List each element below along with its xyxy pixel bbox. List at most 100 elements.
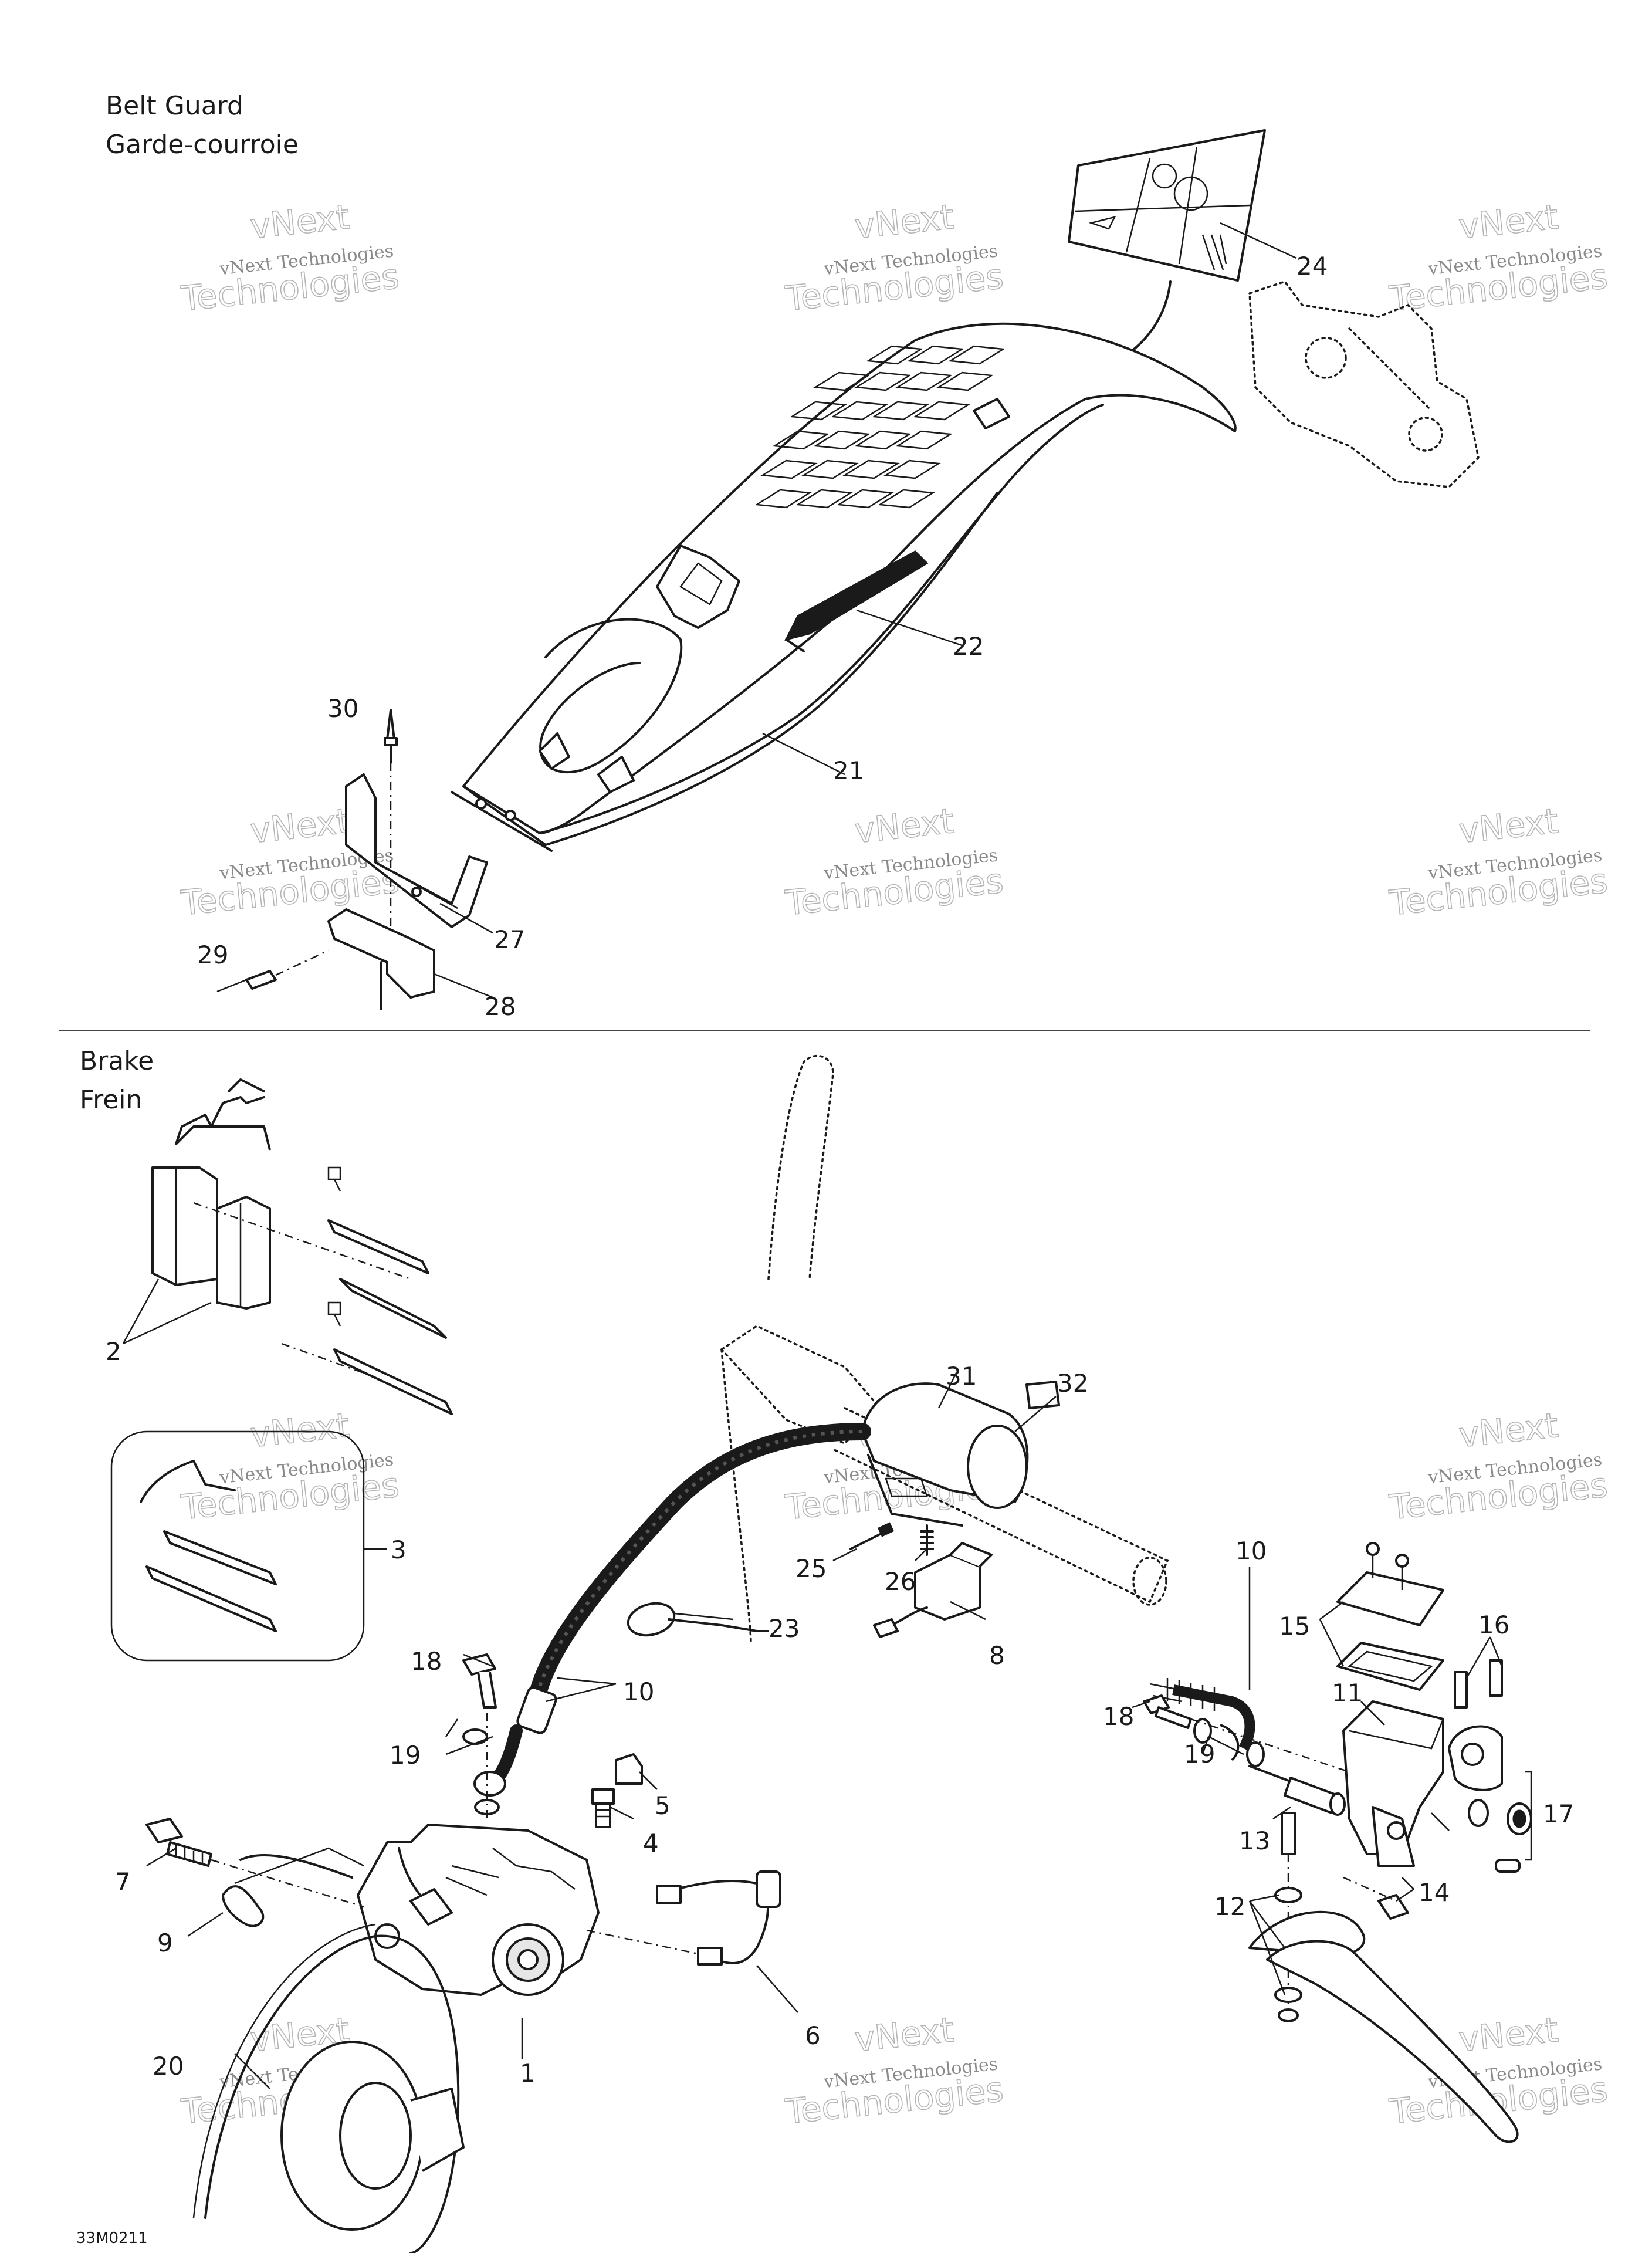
hose-fitting-lower bbox=[473, 1686, 557, 1797]
callout-19-right: 19 bbox=[1184, 1740, 1215, 1768]
watermark: vNext vNext Technologies Technologies bbox=[1387, 196, 1610, 319]
diagram-code: 33M0211 bbox=[76, 2230, 148, 2247]
watermark: vNext vNext Technologies Technologies bbox=[783, 196, 1006, 319]
part-label-32 bbox=[1025, 1381, 1060, 1409]
callout-18-right: 18 bbox=[1103, 1702, 1134, 1731]
callout-1: 1 bbox=[520, 2059, 536, 2088]
part-brake-line-6 bbox=[656, 1870, 781, 1966]
callout-29: 29 bbox=[197, 941, 228, 969]
callout-19-left: 19 bbox=[390, 1741, 421, 1770]
svg-text:vNext: vNext bbox=[1457, 197, 1560, 246]
belt-guard-title-fr: Garde-courroie bbox=[106, 130, 299, 160]
assembly-line bbox=[586, 1929, 699, 1955]
part-reservoir-cover-15 bbox=[1336, 1542, 1444, 1691]
part-rivet-29 bbox=[216, 949, 329, 993]
callout-31: 31 bbox=[946, 1362, 977, 1391]
part-nut-14 bbox=[1343, 1876, 1409, 1920]
callout-26: 26 bbox=[885, 1567, 916, 1596]
belt-guard-title-en: Belt Guard bbox=[106, 91, 243, 121]
svg-text:vNext: vNext bbox=[249, 1405, 352, 1455]
callout-24: 24 bbox=[1296, 252, 1328, 280]
vent-grid bbox=[754, 345, 1006, 509]
leader-lines-brake bbox=[146, 1372, 1532, 2089]
part-pads-2 bbox=[151, 1125, 271, 1310]
callout-labels: 24 22 21 30 27 29 28 2 3 31 32 25 26 23 … bbox=[106, 252, 1574, 2088]
brake-title-en: Brake bbox=[80, 1046, 154, 1076]
part-washer-19-right bbox=[1193, 1718, 1265, 1767]
part-caliper-1 bbox=[357, 1824, 600, 1996]
belt-guard-title: Belt Guard Garde-courroie bbox=[106, 87, 299, 164]
leader-lines-belt-guard bbox=[434, 222, 1297, 999]
part-switch-parts-17 bbox=[1431, 1799, 1532, 1873]
part-master-cylinder-11 bbox=[1342, 1700, 1444, 1867]
callout-17: 17 bbox=[1543, 1799, 1574, 1828]
part-lever-12 bbox=[1248, 1812, 1519, 2143]
callout-25: 25 bbox=[795, 1554, 827, 1583]
callout-18-left: 18 bbox=[411, 1647, 442, 1676]
callout-11: 11 bbox=[1332, 1679, 1363, 1707]
reference-bracket bbox=[1248, 280, 1480, 488]
callout-3: 3 bbox=[391, 1535, 407, 1564]
watermark: vNext vNext Technologies Technologies bbox=[178, 1405, 401, 1528]
svg-text:vNext: vNext bbox=[249, 197, 352, 246]
part-bleeder-4 bbox=[591, 1788, 615, 1828]
part-decal-24 bbox=[1068, 129, 1266, 282]
svg-text:vNext: vNext bbox=[1457, 2010, 1560, 2059]
part-washer-19-left bbox=[462, 1728, 500, 1815]
watermark: vNext vNext Technologies Technologies bbox=[1387, 1405, 1610, 1528]
callout-21: 21 bbox=[833, 756, 864, 785]
watermark: vNext vNext Technologies Technologies bbox=[178, 196, 401, 319]
assembly-line bbox=[211, 1859, 364, 1908]
part-cable-tie-23 bbox=[627, 1602, 758, 1637]
svg-text:vNext: vNext bbox=[853, 801, 956, 851]
svg-text:vNext: vNext bbox=[1457, 801, 1560, 851]
callout-10-right: 10 bbox=[1235, 1537, 1267, 1565]
callout-8: 8 bbox=[989, 1641, 1005, 1670]
callout-20: 20 bbox=[153, 2052, 184, 2081]
callout-13: 13 bbox=[1239, 1826, 1270, 1855]
svg-text:vNext: vNext bbox=[1457, 1405, 1560, 1455]
reference-handlebar bbox=[720, 1055, 1169, 1644]
brake-title-fr: Frein bbox=[80, 1085, 143, 1115]
callout-22: 22 bbox=[953, 632, 984, 661]
callout-2: 2 bbox=[106, 1337, 121, 1366]
hose-texture bbox=[532, 1430, 863, 1714]
brake-title: Brake Frein bbox=[80, 1042, 154, 1119]
svg-text:vNext: vNext bbox=[853, 2010, 956, 2059]
part-bracket-28 bbox=[327, 908, 435, 1010]
inset-kit-3 bbox=[110, 1430, 387, 1662]
part-rivet-30 bbox=[384, 709, 398, 764]
part-pins bbox=[193, 1166, 453, 1415]
leader-2 bbox=[122, 1278, 212, 1345]
callout-9: 9 bbox=[157, 1929, 173, 1957]
part-switch-8 bbox=[873, 1542, 993, 1638]
callout-16: 16 bbox=[1478, 1611, 1509, 1639]
part-spring-clip bbox=[175, 1078, 265, 1145]
watermark: vNext vNext Technologies Technologies bbox=[1387, 800, 1610, 923]
svg-text:vNext: vNext bbox=[249, 801, 352, 851]
leader-32 bbox=[1014, 1396, 1057, 1432]
callout-5: 5 bbox=[655, 1791, 671, 1820]
part-cap-5 bbox=[615, 1753, 643, 1785]
part-bolt-7 bbox=[145, 1818, 212, 1867]
callout-4: 4 bbox=[643, 1829, 659, 1858]
part-hose-10-right bbox=[1149, 1678, 1255, 1751]
part-screw-25 bbox=[849, 1522, 895, 1550]
callout-6: 6 bbox=[805, 2021, 821, 2050]
part-brake-disc-20 bbox=[192, 1923, 465, 2253]
svg-text:vNext: vNext bbox=[853, 197, 956, 246]
callout-23: 23 bbox=[769, 1614, 800, 1643]
part-banjo-bolt-18-left bbox=[462, 1653, 497, 1709]
part-spring-26 bbox=[920, 1524, 934, 1556]
callout-10-left: 10 bbox=[623, 1677, 654, 1706]
callout-32: 32 bbox=[1057, 1369, 1088, 1398]
part-belt-guard-21 bbox=[451, 322, 1237, 852]
callout-14: 14 bbox=[1419, 1878, 1450, 1907]
part-clip-9 bbox=[222, 1847, 364, 1927]
callout-15: 15 bbox=[1279, 1612, 1310, 1640]
callout-30: 30 bbox=[327, 694, 358, 723]
callout-27: 27 bbox=[494, 925, 525, 954]
part-piston-13 bbox=[1248, 1765, 1346, 1816]
